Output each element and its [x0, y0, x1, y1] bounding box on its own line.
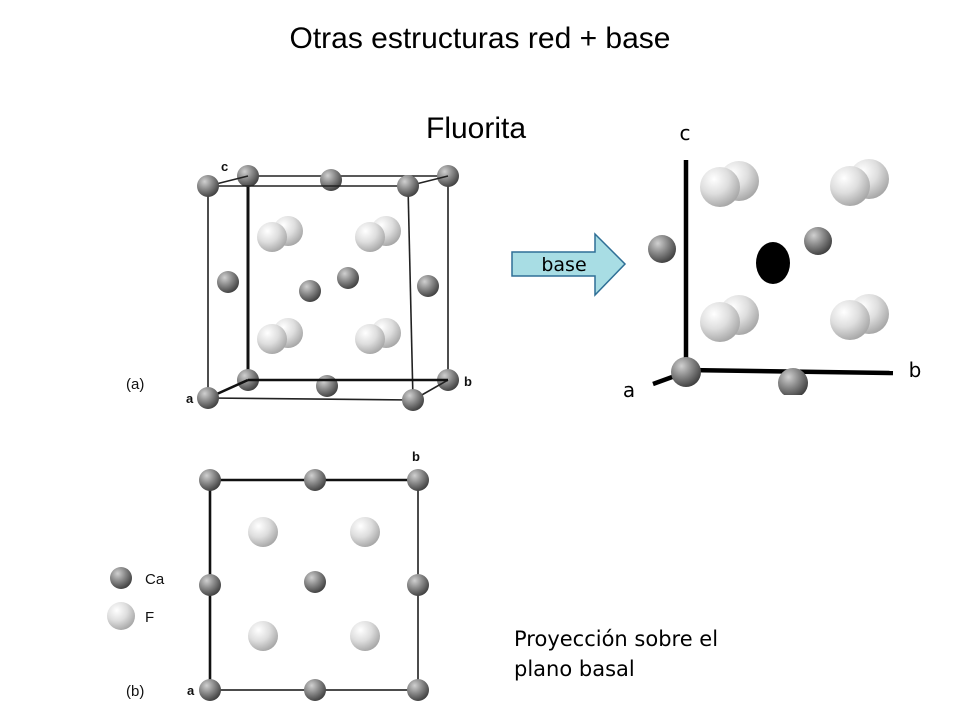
slide-title: Otras estructuras red + base: [289, 22, 671, 55]
projection-2d: b a (b): [126, 449, 429, 701]
unit-cell-3d: c a b (a): [126, 159, 472, 411]
ca-atoms-front: [197, 175, 424, 411]
basis-zoom: c a b: [623, 121, 921, 409]
panel-a-axis-a: a: [186, 391, 194, 406]
structure-name: Fluorita: [426, 112, 527, 145]
basis-ca-atoms: [648, 227, 832, 398]
legend-ca-label: Ca: [145, 571, 165, 588]
panel-a-axis-b: b: [464, 374, 472, 389]
arrow-label: base: [541, 254, 586, 276]
panel-b-axis-b: b: [412, 449, 420, 464]
basis-f-atoms: [700, 159, 889, 342]
legend-f-label: F: [145, 609, 154, 626]
cell-front-edges: [207, 175, 449, 401]
legend-f-symbol: [107, 602, 135, 630]
panel-a-axis-c: c: [221, 159, 228, 174]
basis-label-c: c: [680, 121, 691, 145]
projection-caption: Proyección sobre el plano basal: [514, 627, 719, 681]
f-atoms-3d: [257, 216, 401, 354]
projection-f-atoms: [248, 517, 380, 651]
basis-origin-marker: [756, 242, 790, 284]
base-arrow: base: [511, 232, 627, 297]
panel-b-tag: (b): [126, 683, 144, 700]
panel-b-axis-a: a: [187, 683, 195, 698]
legend-ca-symbol: [110, 567, 132, 589]
basis-crop-mask: [640, 395, 910, 409]
basis-label-b: b: [909, 358, 922, 382]
legend: Ca F: [107, 567, 165, 630]
basis-label-a: a: [623, 378, 635, 402]
ca-atoms-mid: [217, 169, 439, 397]
panel-a-tag: (a): [126, 376, 144, 393]
projection-ca-atoms: [199, 469, 429, 701]
